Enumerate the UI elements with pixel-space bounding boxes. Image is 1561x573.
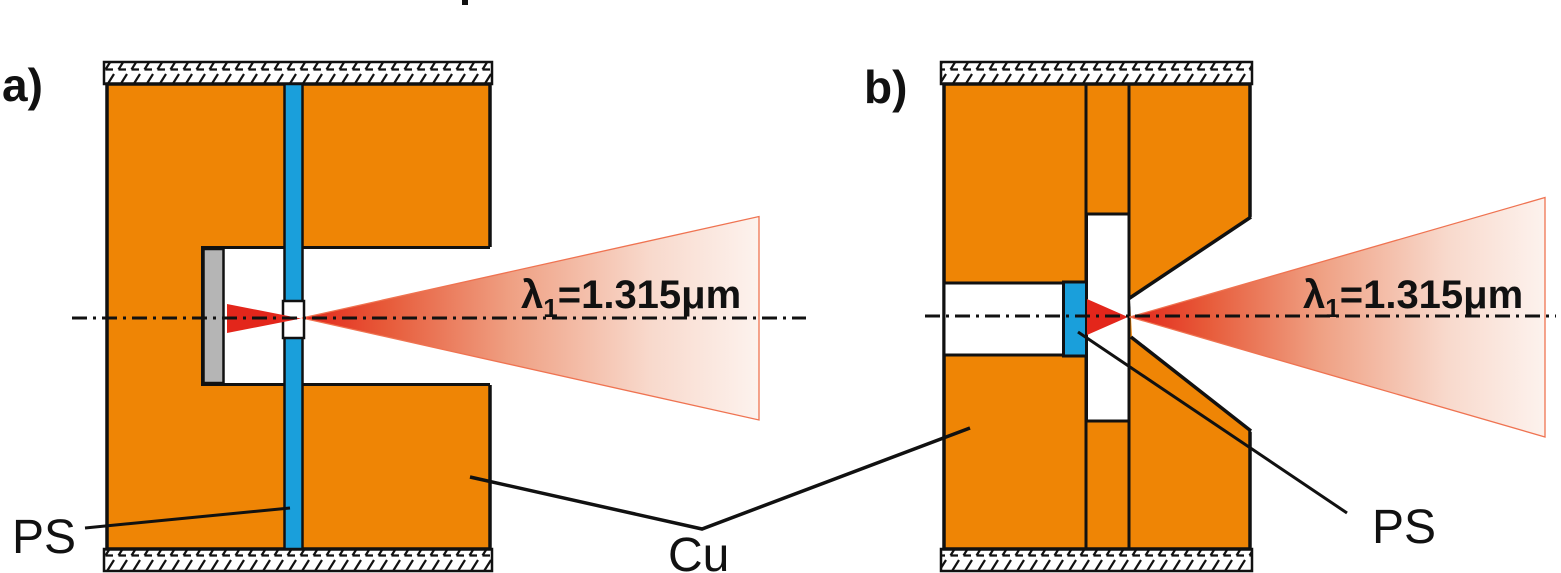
mount-hatch-bottom-b [939, 547, 1254, 573]
mount-hatch-top-a [102, 60, 494, 86]
cavity-b [942, 281, 1067, 357]
panel-b: b) λ1=1.315μm PS [864, 60, 1556, 573]
panel-tag-a: a) [2, 59, 43, 111]
ps-leader-a [84, 506, 291, 530]
horn-bottom-edge-b [1129, 335, 1253, 433]
ps-foil-b [1062, 280, 1088, 358]
ps-leader-b [1077, 330, 1348, 515]
cu-label: Cu [668, 529, 729, 573]
ps-label-a: PS [12, 511, 76, 564]
mount-hatch-bottom-a [102, 547, 494, 573]
mount-hatch-top-b [939, 60, 1254, 86]
cu-leader [469, 426, 971, 531]
beam-wavelength-label-a: λ1=1.315μm [521, 273, 741, 323]
ps-label-b: PS [1372, 501, 1436, 554]
stray-dot [462, 0, 468, 5]
gray-back-plate-a [202, 247, 225, 385]
beam-wavelength-label-b: λ1=1.315μm [1303, 273, 1523, 323]
horn-top-edge-b [1128, 215, 1252, 300]
panel-tag-b: b) [864, 61, 907, 113]
panel-a: a) λ1=1.315μm PS [2, 59, 806, 573]
